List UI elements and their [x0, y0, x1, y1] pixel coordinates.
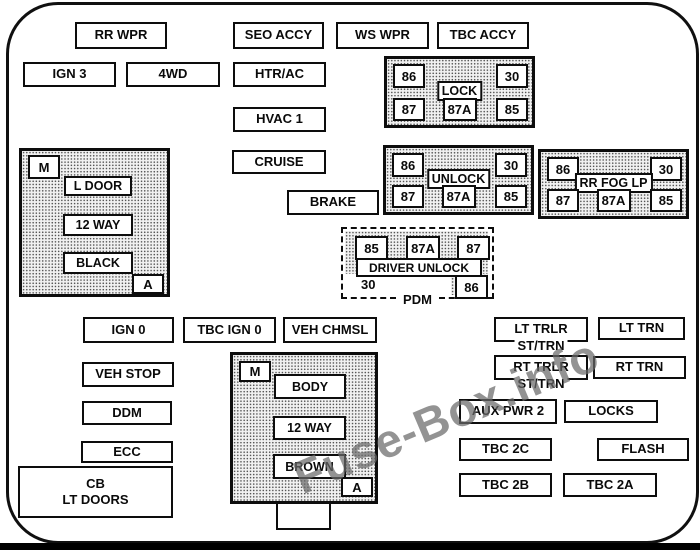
terminal-30: 30 [496, 64, 528, 88]
connector-left-12way: 12 WAY [63, 214, 133, 236]
fuse-ws-wpr: WS WPR [336, 22, 429, 49]
lt-trlr-line1: LT TRLR [514, 321, 568, 337]
fuse-hvac-1: HVAC 1 [233, 107, 326, 132]
fuse-veh-chmsl: VEH CHMSL [283, 317, 377, 343]
terminal-85: 85 [355, 236, 388, 260]
fuse-ddm: DDM [82, 401, 172, 425]
pdm-module: 85 87A 87 DRIVER UNLOCK 30 86 PDM [341, 227, 494, 307]
fuse-htr-ac: HTR/AC [233, 62, 326, 87]
connector-bottom-tab [276, 500, 331, 530]
terminal-87: 87 [457, 236, 490, 260]
fuse-locks: LOCKS [564, 400, 658, 423]
connector-m-pin: M [28, 155, 60, 179]
connector-bottom-12way: 12 WAY [273, 416, 346, 440]
terminal-85: 85 [650, 189, 682, 212]
fuse-veh-stop: VEH STOP [82, 362, 174, 387]
terminal-87a: 87A [442, 98, 477, 121]
connector-left-block: M L DOOR 12 WAY BLACK A [19, 148, 170, 297]
fuse-rt-trn: RT TRN [593, 356, 686, 379]
fuse-block-outline [6, 2, 699, 544]
terminal-87: 87 [393, 98, 425, 121]
terminal-87a: 87A [406, 236, 440, 260]
fuse-tbc-2b: TBC 2B [459, 473, 552, 497]
relay-rr-fog-lp-label: RR FOG LP [574, 173, 653, 193]
fuse-rt-trlr-st-trn: RT TRLR ST/TRN [494, 355, 588, 391]
fuse-flash: FLASH [597, 438, 689, 461]
fuse-ecc: ECC [81, 441, 173, 463]
terminal-87: 87 [392, 185, 424, 208]
terminal-85: 85 [496, 98, 528, 121]
fuse-rr-wpr: RR WPR [75, 22, 167, 49]
connector-a-pin: A [132, 274, 164, 294]
pdm-name-label: PDM [396, 292, 439, 307]
connector-bottom-block: M BODY 12 WAY BROWN A [230, 352, 378, 504]
connector-bottom-color: BROWN [273, 454, 346, 479]
cb-line1: CB [86, 476, 105, 492]
breaker-cb-lt-doors: CB LT DOORS [18, 466, 173, 518]
connector-left-color: BLACK [63, 252, 133, 274]
relay-lock: 86 30 LOCK 87 87A 85 [384, 56, 535, 128]
fuse-4wd: 4WD [126, 62, 220, 87]
terminal-86: 86 [392, 153, 424, 177]
fuse-lt-trn: LT TRN [598, 317, 685, 340]
connector-bottom-name: BODY [274, 374, 346, 399]
fuse-tbc-ign-0: TBC IGN 0 [183, 317, 276, 343]
fuse-tbc-accy: TBC ACCY [437, 22, 529, 49]
fuse-brake: BRAKE [287, 190, 379, 215]
fuse-tbc-2a: TBC 2A [563, 473, 657, 497]
fuse-seo-accy: SEO ACCY [233, 22, 324, 49]
terminal-87a: 87A [596, 189, 631, 212]
terminal-85: 85 [495, 185, 527, 208]
lt-trlr-line2: ST/TRN [514, 338, 568, 353]
fuse-ign-3: IGN 3 [23, 62, 116, 87]
terminal-86: 86 [455, 275, 488, 299]
pdm-driver-unlock-label: DRIVER UNLOCK [356, 258, 482, 277]
fuse-lt-trlr-st-trn: LT TRLR ST/TRN [494, 317, 588, 353]
bottom-edge-bar [0, 543, 700, 550]
connector-m-pin: M [239, 361, 271, 382]
fuse-cruise: CRUISE [232, 150, 326, 174]
fuse-ign-0: IGN 0 [83, 317, 174, 343]
connector-left-name: L DOOR [64, 176, 132, 196]
pdm-terminal-30-text: 30 [361, 277, 376, 292]
fuse-aux-pwr-2: AUX PWR 2 [459, 399, 557, 424]
connector-a-pin: A [341, 477, 373, 497]
terminal-86: 86 [547, 157, 579, 181]
terminal-87: 87 [547, 189, 579, 212]
cb-line2: LT DOORS [62, 492, 129, 507]
rt-trlr-line1: RT TRLR [513, 359, 569, 375]
terminal-87a: 87A [441, 185, 476, 208]
fuse-tbc-2c: TBC 2C [459, 438, 552, 461]
terminal-30: 30 [495, 153, 527, 177]
terminal-86: 86 [393, 64, 425, 88]
relay-unlock: 86 30 UNLOCK 87 87A 85 [383, 145, 534, 215]
terminal-30: 30 [650, 157, 682, 181]
rt-trlr-line2: ST/TRN [514, 376, 568, 391]
relay-rr-fog-lp: 86 30 RR FOG LP 87 87A 85 [538, 149, 689, 219]
